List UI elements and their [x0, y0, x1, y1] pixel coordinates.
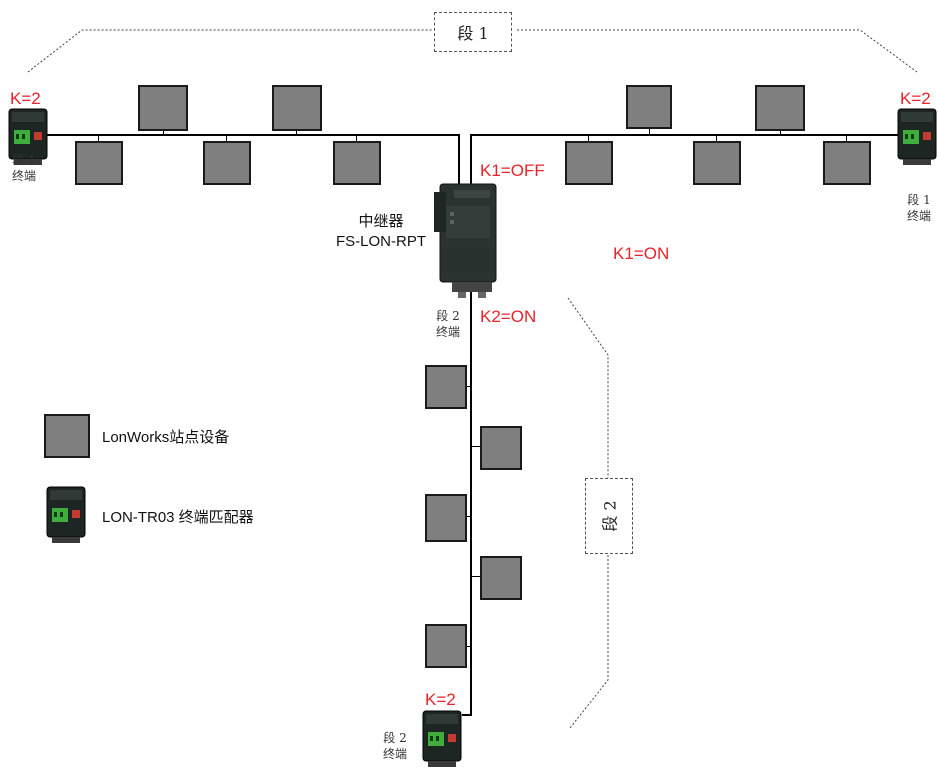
- lonworks-node: [693, 141, 741, 185]
- lonworks-node: [425, 365, 467, 409]
- caption-segment: 段 2: [375, 730, 415, 746]
- segment2-boundary-lower: [570, 555, 608, 728]
- terminal-caption-repeater: 段 2 终端: [428, 308, 468, 340]
- terminal-caption-right: 段 1 终端: [900, 192, 938, 224]
- terminator-icon: [897, 108, 937, 166]
- segment2-boundary: [568, 298, 608, 478]
- caption-terminal: 终端: [375, 746, 415, 762]
- segment1-boundary-right: [517, 30, 917, 72]
- repeater-name: 中继器: [326, 212, 436, 232]
- lonworks-node: [823, 141, 871, 185]
- caption-terminal: 终端: [900, 208, 938, 224]
- lonworks-node: [75, 141, 123, 185]
- terminator-icon: [422, 710, 462, 768]
- lonworks-node: [755, 85, 805, 131]
- k1-on-setting: K1=ON: [613, 244, 669, 264]
- lonworks-node: [203, 141, 251, 185]
- caption-terminal: 终端: [428, 324, 468, 340]
- k2-on-setting: K2=ON: [480, 307, 536, 327]
- lonworks-node: [425, 624, 467, 668]
- lonworks-node: [565, 141, 613, 185]
- lonworks-node: [480, 426, 522, 470]
- caption-terminal: 终端: [6, 168, 42, 184]
- caption-segment: 段 1: [900, 192, 938, 208]
- bus-right: [470, 134, 910, 136]
- lonworks-node: [333, 141, 381, 185]
- caption-segment: 段 2: [428, 308, 468, 324]
- lonworks-node: [626, 85, 672, 129]
- lonworks-node: [425, 494, 467, 542]
- lonworks-node: [138, 85, 188, 131]
- legend-terminator-label: LON-TR03 终端匹配器: [102, 506, 254, 527]
- legend-node-label: LonWorks站点设备: [102, 426, 229, 447]
- segment2-label-text: 段 2: [597, 500, 621, 531]
- segment2-label: 段 2: [585, 478, 633, 554]
- repeater-label: 中继器 FS-LON-RPT: [326, 212, 436, 252]
- segment1-label: 段 1: [434, 12, 512, 52]
- legend-node-swatch: [44, 414, 90, 458]
- segment1-boundary-left: [28, 30, 432, 72]
- bottom-terminator-lead: [462, 714, 472, 716]
- k-setting-left: K=2: [10, 89, 41, 109]
- terminal-caption-bottom: 段 2 终端: [375, 730, 415, 762]
- lonworks-node: [272, 85, 322, 131]
- k-setting-bottom: K=2: [425, 690, 456, 710]
- repeater-device-icon: [432, 182, 498, 302]
- k1-off-setting: K1=OFF: [480, 161, 545, 181]
- repeater-model: FS-LON-RPT: [326, 232, 436, 252]
- terminal-caption-left: 段 1 终端: [6, 152, 42, 184]
- lonworks-node: [480, 556, 522, 600]
- k-setting-right: K=2: [900, 89, 931, 109]
- legend-terminator-icon: [46, 486, 86, 544]
- caption-segment: 段 1: [6, 152, 42, 168]
- bus-left: [40, 134, 460, 136]
